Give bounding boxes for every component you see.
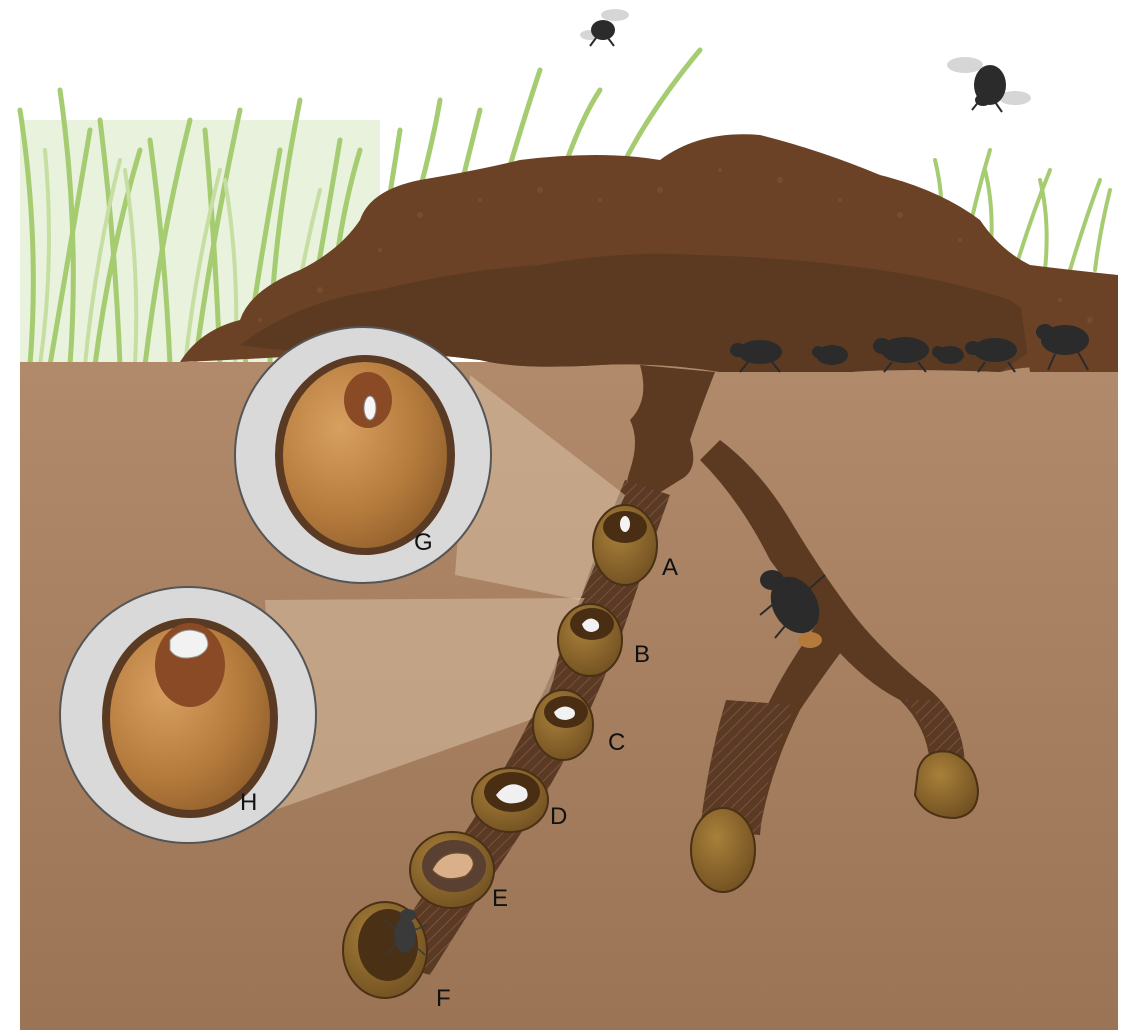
brood-chamber-b — [558, 604, 622, 676]
label-f: F — [436, 985, 451, 1012]
label-g: G — [414, 529, 433, 556]
brood-chamber-d — [472, 768, 548, 832]
label-d: D — [550, 803, 567, 830]
brood-ball-left — [691, 808, 755, 892]
label-b: B — [634, 641, 650, 668]
brood-chamber-a — [593, 505, 657, 585]
dung-side-mound — [1020, 278, 1118, 372]
brood-chamber-c — [533, 690, 593, 760]
label-a: A — [662, 554, 678, 581]
beetle-flying-left — [580, 9, 629, 46]
label-h: H — [240, 789, 257, 816]
label-e: E — [492, 885, 508, 912]
brood-chamber-e — [410, 832, 494, 908]
label-c: C — [608, 729, 625, 756]
inset-g: G — [235, 327, 491, 583]
beetle-flying-right — [947, 57, 1031, 112]
inset-h: H — [60, 587, 316, 843]
